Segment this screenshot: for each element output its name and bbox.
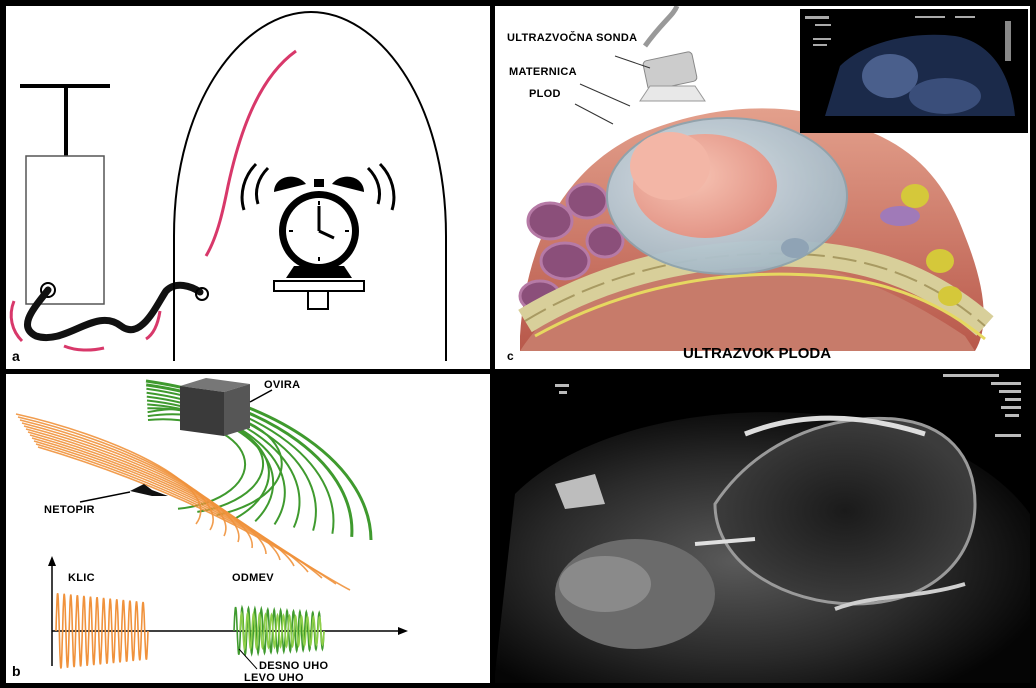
- obstacle-label: OVIRA: [264, 379, 300, 391]
- echolocation-diagram: [6, 374, 490, 683]
- bat-label: NETOPIR: [44, 504, 95, 516]
- ultrasound-probe: [640, 6, 705, 101]
- ultrasound-illustration: [495, 6, 1030, 369]
- left-ear-label: LEVO UHO: [244, 672, 304, 683]
- call-label: KLIC: [68, 572, 95, 584]
- panel-b-letter: b: [12, 663, 21, 679]
- alarm-clock: [242, 164, 394, 309]
- uterus-label: MATERNICA: [509, 66, 577, 78]
- panel-a-vacuum-experiment: a: [6, 6, 490, 369]
- fetus-label: PLOD: [529, 88, 561, 100]
- panel-b-echolocation: OVIRA NETOPIR KLIC ODMEV DESNO UHO LEVO …: [6, 374, 490, 683]
- panel-c-letter: c: [507, 349, 514, 363]
- probe-label: ULTRAZVOČNA SONDA: [507, 32, 637, 44]
- ultrasound-scan-image: [495, 374, 1030, 683]
- panel-c-title: ULTRAZVOK PLODA: [683, 345, 831, 362]
- call-waveform: [56, 593, 148, 668]
- echo-waveform: [234, 607, 324, 655]
- right-ear-label: DESNO UHO: [259, 660, 328, 672]
- echo-label: ODMEV: [232, 572, 274, 584]
- panel-c-fetal-ultrasound: ULTRAZVOČNA SONDA MATERNICA PLOD ULTRAZV…: [495, 6, 1030, 369]
- panel-d-ultrasound-scan: [495, 374, 1030, 683]
- vacuum-illustration: [6, 6, 490, 369]
- vacuum-pump: [20, 86, 110, 304]
- panel-a-letter: a: [12, 348, 20, 364]
- ultrasound-scan-inset: [800, 9, 1028, 133]
